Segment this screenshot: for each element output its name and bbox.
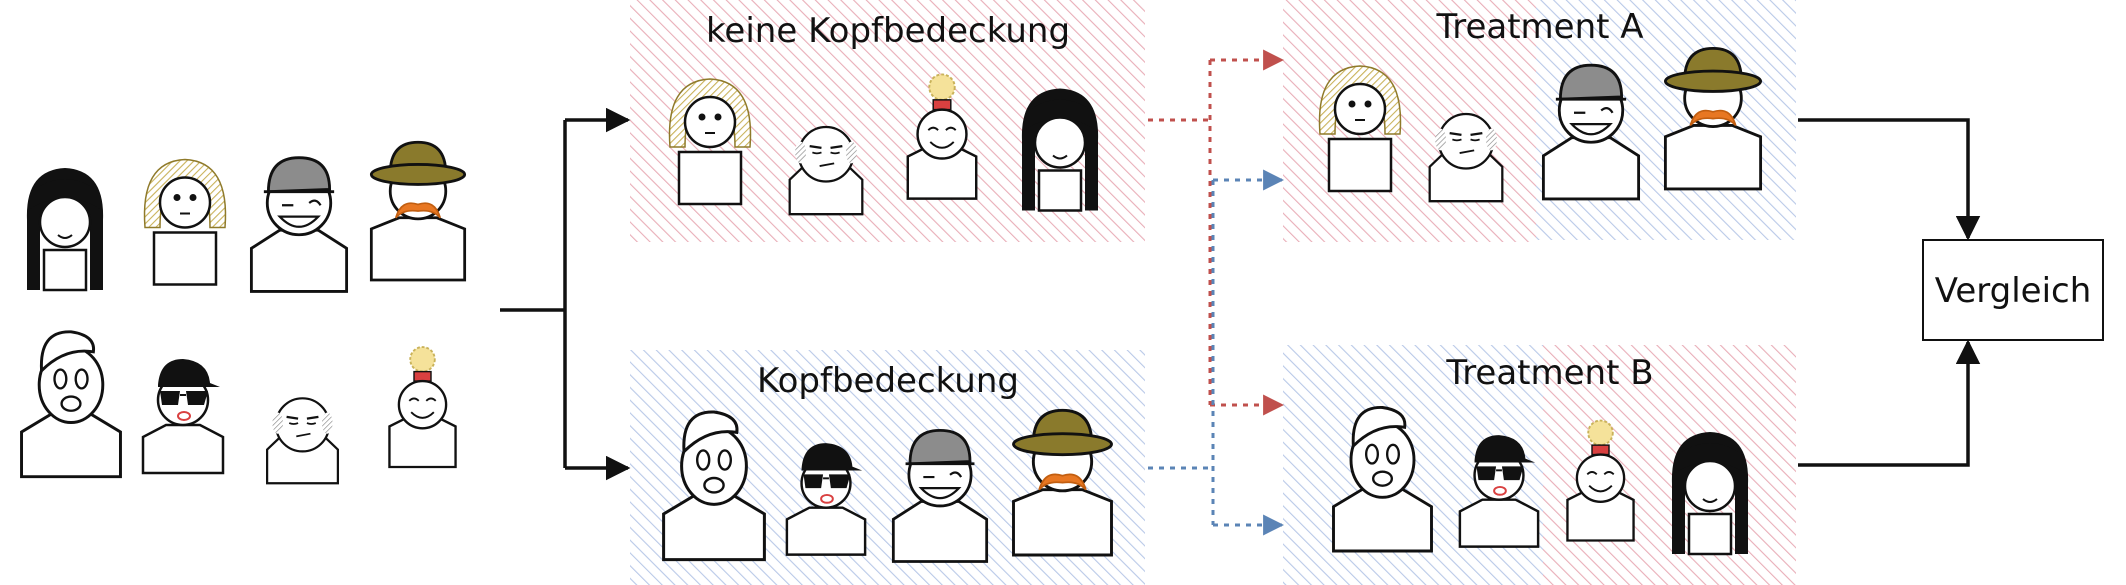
split-connector (500, 120, 567, 468)
grey-cap-icon (249, 156, 349, 293)
label-comparison: Vergleich (1935, 271, 2092, 311)
label-treatment-a: Treatment A (1435, 7, 1643, 47)
blue-dotted-connector (1148, 180, 1215, 525)
woman-black-hair-icon (25, 166, 105, 292)
label-no-headwear: keine Kopfbedeckung (706, 11, 1070, 51)
woman-black-hair-icon (1020, 87, 1100, 212)
label-headwear: Kopfbedeckung (757, 361, 1019, 401)
black-cap-sunglasses-icon (141, 357, 225, 475)
woman-black-hair-icon (1670, 430, 1750, 556)
bun-smile-icon (387, 345, 458, 469)
population (19, 140, 467, 485)
blond-person-icon (143, 158, 227, 286)
red-dotted-connector (1148, 60, 1212, 405)
arrow-treatment-b-to-comparison (1798, 339, 1981, 467)
white-cap-icon (19, 330, 123, 479)
arrow-treatment-a-to-comparison (1798, 118, 1981, 241)
comparison-box (1922, 239, 2104, 341)
hat-mustache-icon (369, 140, 467, 282)
bald-grey-sideburns-icon (265, 396, 340, 485)
blond-person-icon (668, 77, 752, 206)
blond-person-icon (1318, 64, 1402, 193)
label-treatment-b: Treatment B (1445, 353, 1653, 393)
